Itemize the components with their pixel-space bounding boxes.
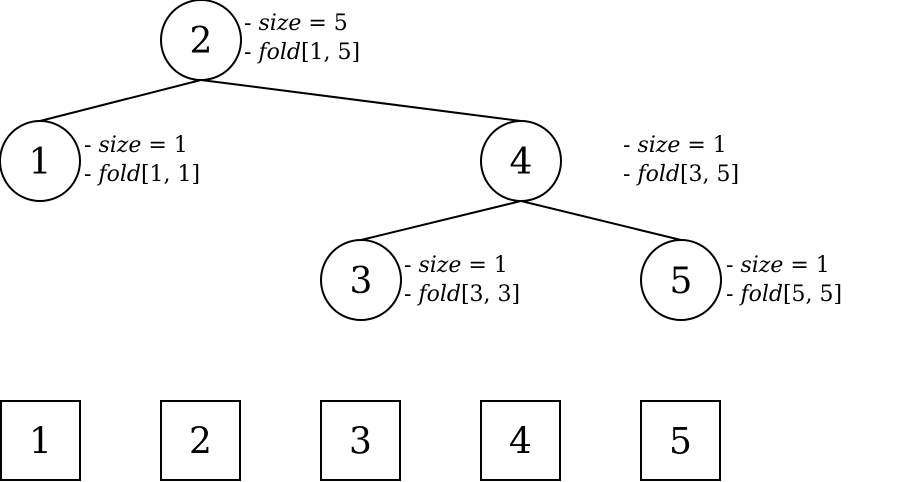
edges-group bbox=[39, 79, 682, 241]
fold-range: [3, 3] bbox=[461, 282, 520, 307]
fold-annotation: - fold[3, 5] bbox=[623, 162, 739, 187]
edge-n4-n3 bbox=[360, 200, 522, 241]
edge-n4-n5 bbox=[520, 200, 682, 241]
tree-node-label: 2 bbox=[190, 21, 213, 62]
tree-node-3 bbox=[320, 239, 402, 321]
array-cell-label: 2 bbox=[189, 422, 212, 463]
tree-node-1 bbox=[0, 120, 81, 202]
tree-node-label: 5 bbox=[670, 261, 693, 302]
tree-node-label: 3 bbox=[350, 261, 373, 302]
edge-n2-n4 bbox=[200, 79, 522, 122]
size-value: 1 bbox=[713, 133, 727, 158]
nodes-group: 2 1 4 3 5 bbox=[0, 0, 722, 321]
size-annotation: - size = 1 bbox=[623, 133, 727, 158]
tree-node-5 bbox=[640, 239, 722, 321]
fold-range: [1, 5] bbox=[301, 40, 360, 65]
array-cell-5 bbox=[640, 400, 721, 481]
size-annotation: - size = 1 bbox=[84, 133, 188, 158]
size-annotation: - size = 1 bbox=[404, 253, 508, 278]
size-value: 1 bbox=[494, 253, 508, 278]
array-cell-1 bbox=[0, 400, 81, 481]
tree-node-2 bbox=[160, 0, 242, 81]
tree-node-label: 1 bbox=[29, 142, 52, 183]
array-cell-label: 3 bbox=[349, 422, 372, 463]
array-cells-group: 1 2 3 4 5 bbox=[0, 400, 721, 481]
fold-annotation: - fold[5, 5] bbox=[726, 282, 842, 307]
size-value: 5 bbox=[334, 11, 348, 36]
array-cell-label: 1 bbox=[29, 422, 52, 463]
size-annotation: - size = 5 bbox=[244, 11, 348, 36]
tree-node-4 bbox=[480, 120, 562, 202]
array-cell-label: 5 bbox=[669, 422, 692, 463]
annotations-group: - size = 5 - fold[1, 5] - size = 1 - fold[1… bbox=[84, 11, 842, 307]
edge-n2-n1 bbox=[39, 79, 202, 122]
array-cell-3 bbox=[320, 400, 401, 481]
fold-annotation: - fold[3, 3] bbox=[404, 282, 520, 307]
size-annotation: - size = 1 bbox=[726, 253, 830, 278]
fold-range: [5, 5] bbox=[783, 282, 842, 307]
array-cell-4 bbox=[480, 400, 561, 481]
array-cell-label: 4 bbox=[509, 422, 532, 463]
size-value: 1 bbox=[174, 133, 188, 158]
array-cell-2 bbox=[160, 400, 241, 481]
fold-annotation: - fold[1, 1] bbox=[84, 162, 200, 187]
fold-annotation: - fold[1, 5] bbox=[244, 40, 360, 65]
size-value: 1 bbox=[816, 253, 830, 278]
tree-node-label: 4 bbox=[510, 142, 533, 183]
fold-range: [1, 1] bbox=[141, 162, 200, 187]
fold-range: [3, 5] bbox=[680, 162, 739, 187]
